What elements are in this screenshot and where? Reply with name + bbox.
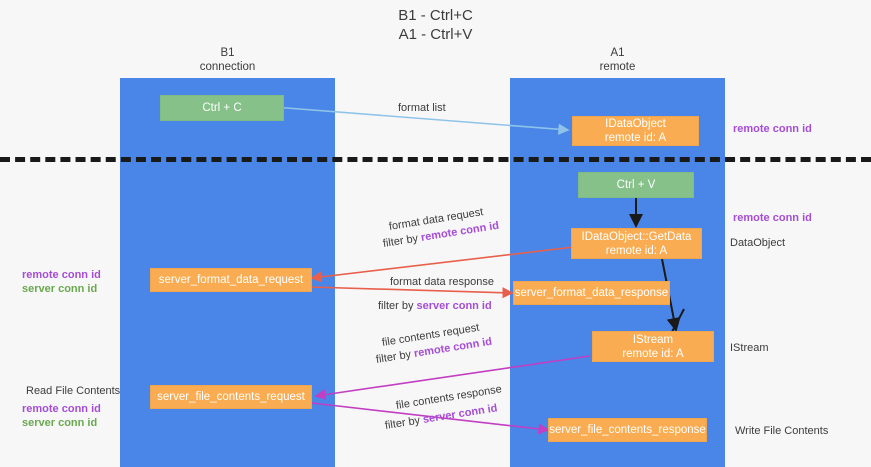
- annotation-right-remote-conn-id-mid: remote conn id: [733, 212, 812, 224]
- diagram-title: B1 - Ctrl+C A1 - Ctrl+V: [398, 7, 473, 43]
- filter-prefix: filter by: [378, 300, 417, 312]
- annotation-right-write-file-contents: Write File Contents: [735, 425, 829, 437]
- edge-label-format-list: format list: [398, 102, 446, 114]
- annotation-right-dataobject: DataObject: [730, 237, 786, 249]
- node-server-file-contents-response[interactable]: server_file_contents_response: [548, 418, 707, 442]
- filter-value-server-conn-id: server conn id: [416, 300, 492, 312]
- node-server-file-contents-request[interactable]: server_file_contents_request: [150, 385, 312, 409]
- edge-label-format-data-response-filter: filter by server conn id: [378, 298, 492, 314]
- annotation-right-istream: IStream: [730, 342, 769, 354]
- node-idataobject-getdata[interactable]: IDataObject::GetData remote id: A: [571, 228, 702, 259]
- annotation-right-remote-conn-id-top: remote conn id: [733, 123, 812, 135]
- filter-prefix: filter by: [375, 348, 415, 366]
- annotation-left-remote-conn-id: remote conn id: [22, 269, 101, 281]
- annotation-left-remote-conn-id-2: remote conn id: [22, 403, 101, 415]
- node-istream[interactable]: IStream remote id: A: [592, 331, 714, 362]
- edge-label-format-data-response: format data response: [390, 276, 494, 288]
- lane-header-a1: A1 remote: [599, 47, 636, 73]
- node-idataobject[interactable]: IDataObject remote id: A: [572, 116, 699, 146]
- annotation-left-read-file-contents: Read File Contents: [26, 385, 121, 397]
- filter-prefix: filter by: [382, 232, 422, 250]
- node-server-format-data-response[interactable]: server_format_data_response: [513, 281, 670, 305]
- annotation-left-server-conn-id: server conn id: [22, 283, 98, 295]
- node-ctrl-c[interactable]: Ctrl + C: [160, 95, 284, 121]
- lane-header-b1: B1 connection: [199, 47, 256, 73]
- annotation-left-server-conn-id-2: server conn id: [22, 417, 98, 429]
- node-server-format-data-request[interactable]: server_format_data_request: [150, 268, 312, 292]
- node-ctrl-v[interactable]: Ctrl + V: [578, 172, 694, 198]
- filter-prefix: filter by: [384, 414, 424, 432]
- section-divider: [0, 157, 871, 162]
